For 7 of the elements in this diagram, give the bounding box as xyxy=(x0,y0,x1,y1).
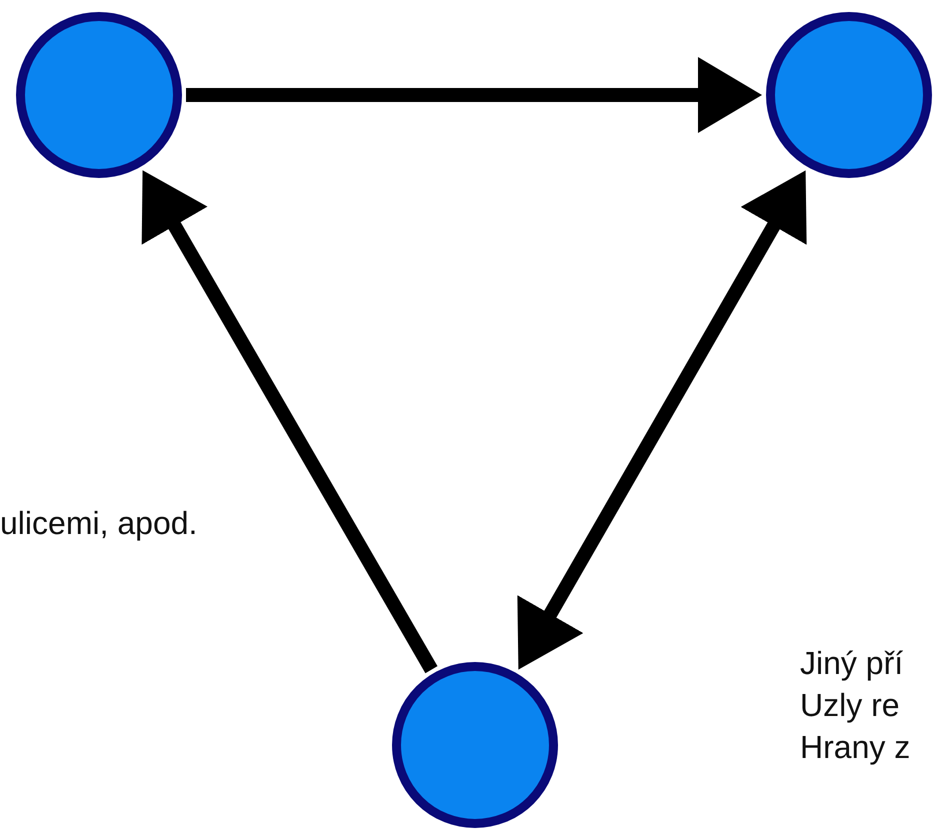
text-line: Uzly re xyxy=(800,686,900,725)
text-line: ulicemi, apod. xyxy=(0,504,198,543)
arrow xyxy=(186,57,762,133)
arrow xyxy=(142,170,438,674)
arrow xyxy=(517,170,807,670)
text-line: Hrany z xyxy=(800,728,910,767)
text-line: Jiný pří xyxy=(800,644,904,683)
